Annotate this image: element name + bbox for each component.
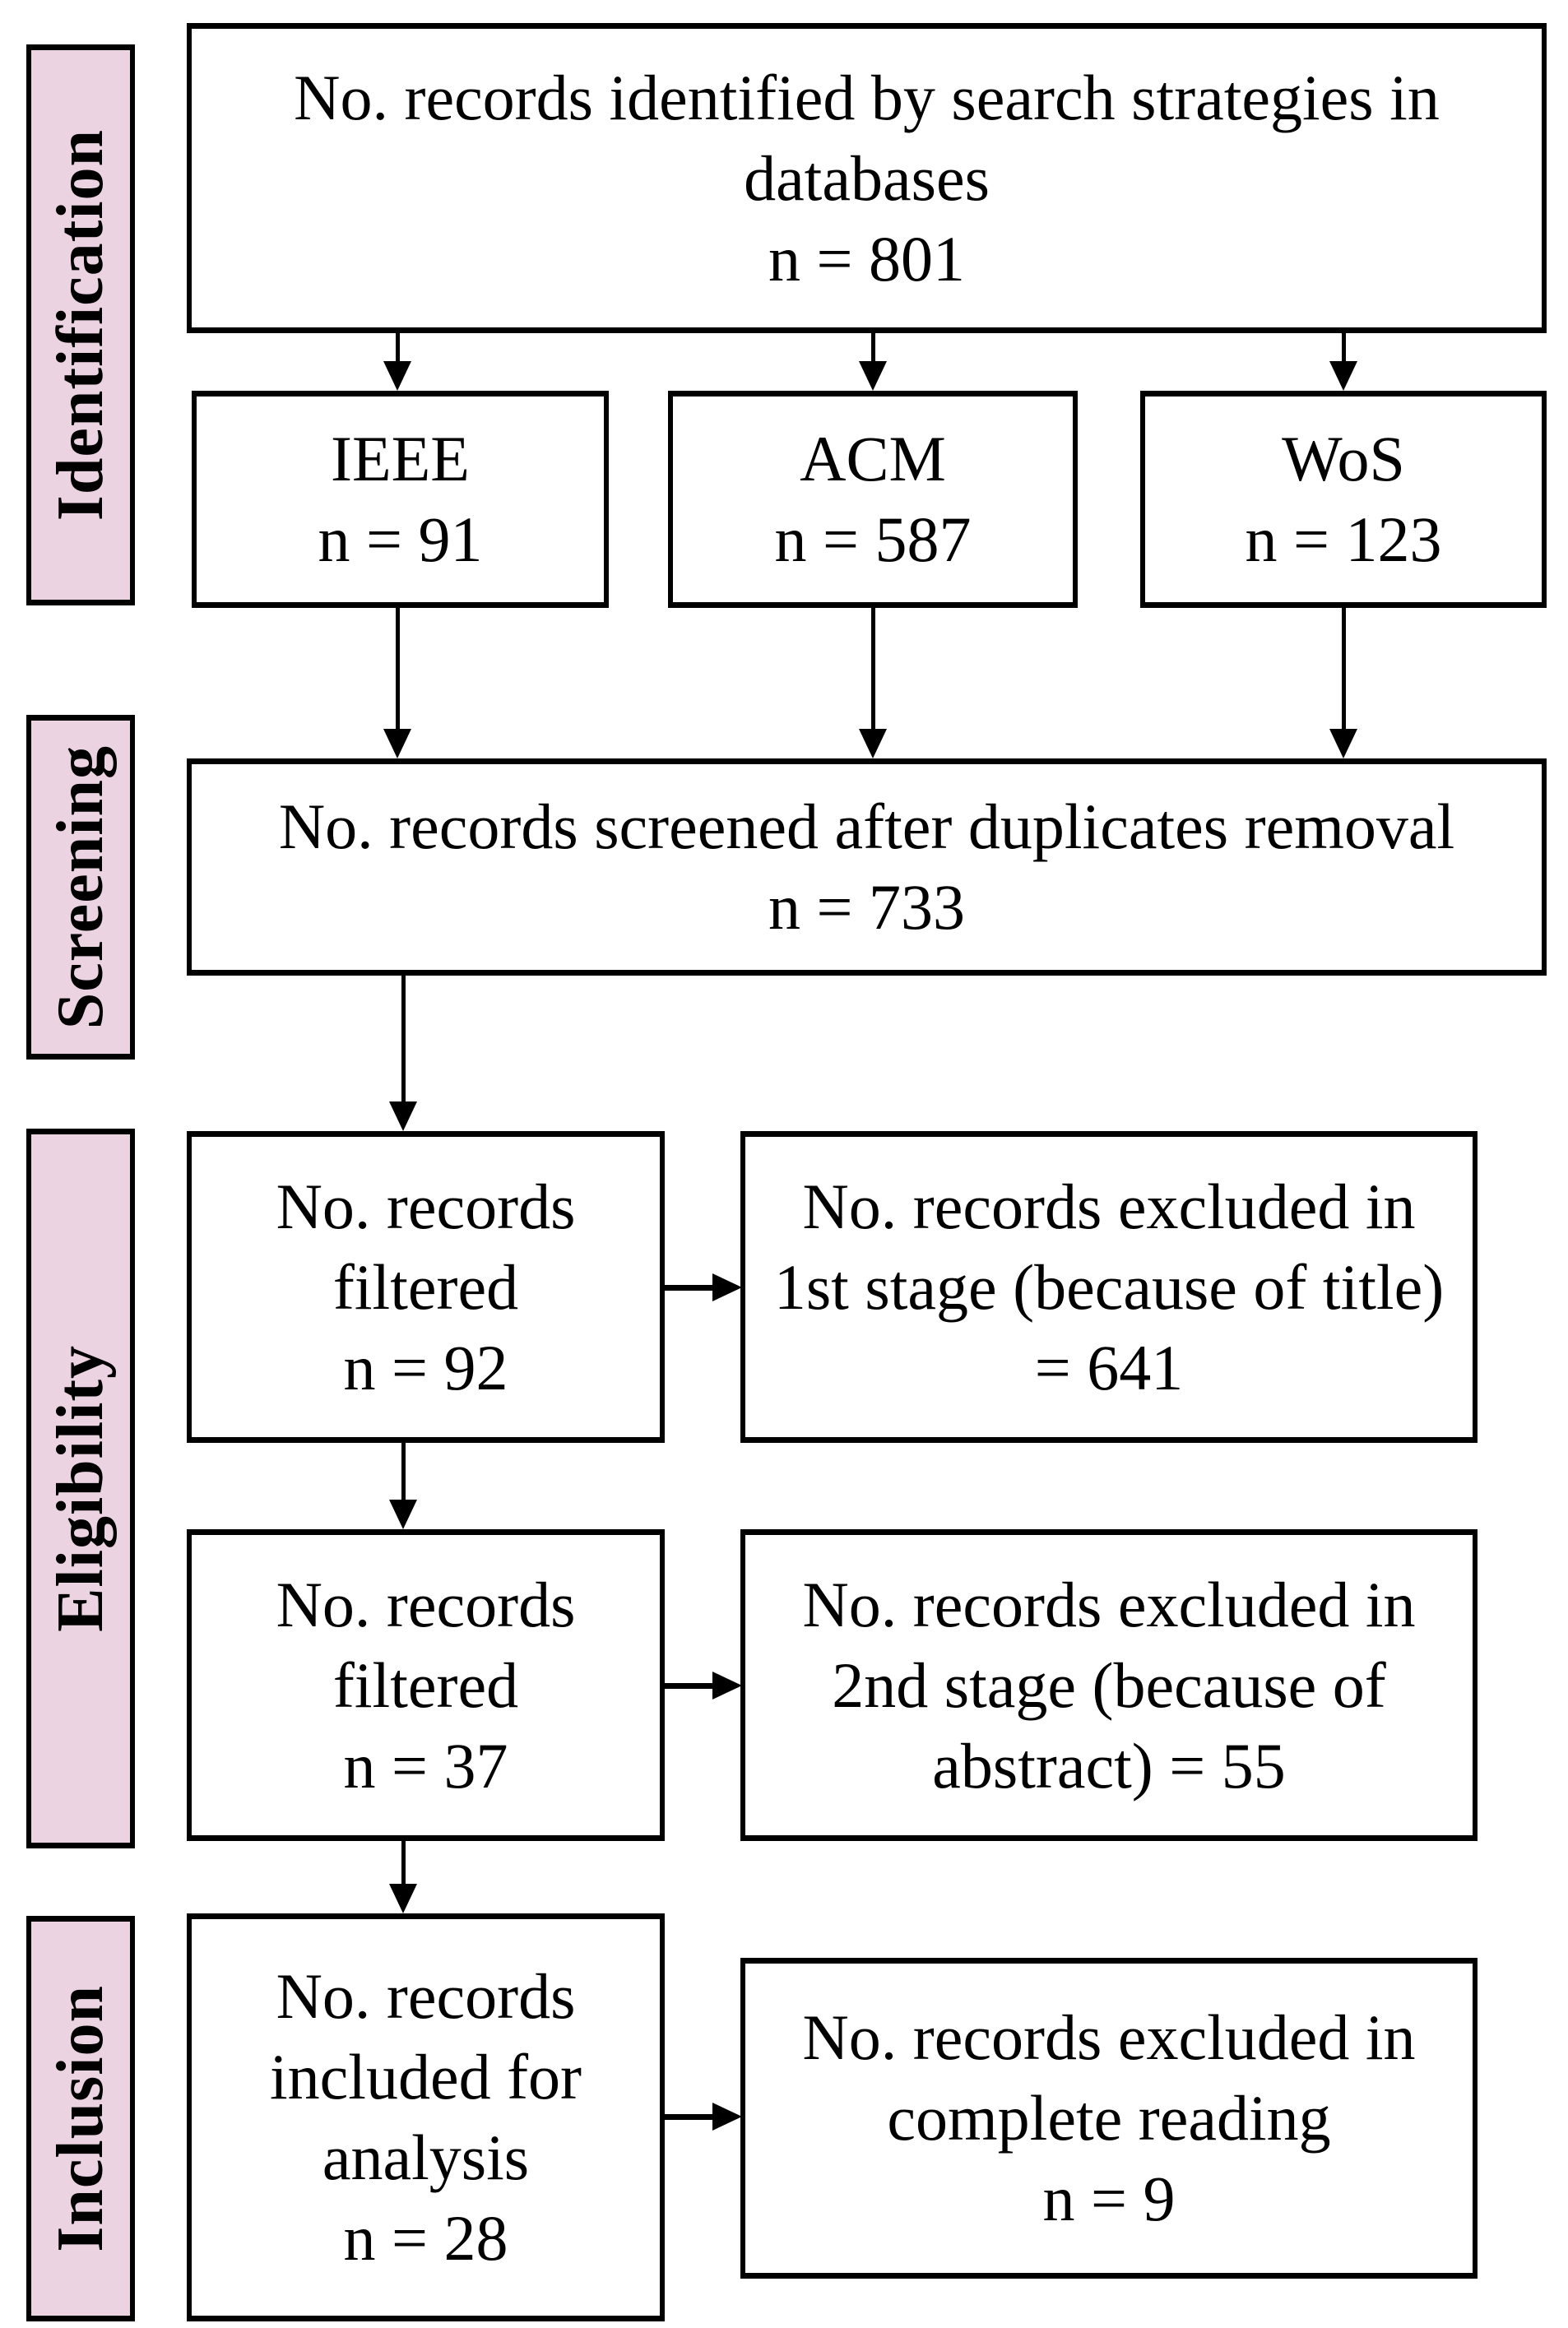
box-text-line: WoS [1282,423,1405,494]
box-text-line: n = 587 [774,503,972,575]
box-text-line: n = 91 [318,503,483,575]
box-records-filtered-stage2: No. records filtered n = 37 [187,1529,665,1841]
arrow-acm-to-screened-head [859,729,887,758]
arrow-ieee-to-screened-line [396,608,400,732]
arrow-filtered2-to-included-head [389,1884,417,1913]
arrow-included-to-excluded3-line [660,2114,717,2120]
box-text-line: No. records identified by search strateg… [294,61,1440,133]
arrow-filtered1-to-excluded1-head [712,1273,742,1301]
stage-label-eligibility: Eligibility [44,1345,117,1632]
arrow-filtered2-to-excluded2-head [712,1672,742,1700]
box-text-line: 2nd stage (because of [832,1649,1386,1721]
arrow-screened-to-filtered1-line [401,976,406,1105]
arrow-identified-to-ieee-head [383,361,411,391]
box-text-line: No. records screened after duplicates re… [278,791,1455,862]
box-text-line: databases [744,141,990,214]
box-acm: ACM n = 587 [668,391,1078,608]
box-text-line: analysis [322,2122,530,2193]
stage-label-identification: Identification [44,128,117,522]
box-text-line: filtered [332,1250,519,1323]
arrow-identified-to-acm-line [871,333,875,366]
box-text-line: n = 92 [343,1331,508,1403]
box-text-line: n = 28 [343,2202,508,2274]
box-text-line: No. records excluded in [802,1170,1416,1242]
arrow-screened-to-filtered1-head [389,1101,417,1131]
box-text-line: n = 733 [768,871,965,943]
box-text-line: filtered [332,1649,519,1721]
arrow-filtered2-to-excluded2-line [660,1683,717,1689]
arrow-wos-to-screened-line [1342,608,1346,732]
stage-bar-inclusion: Inclusion [26,1916,135,2321]
arrow-acm-to-screened-line [871,608,875,732]
arrow-included-to-excluded3-head [712,2103,742,2131]
box-text-line: n = 123 [1245,503,1442,575]
box-text-line: included for [269,2041,582,2112]
arrow-identified-to-ieee-line [396,333,400,366]
box-ieee: IEEE n = 91 [192,391,609,608]
box-records-excluded-full-reading: No. records excluded in complete reading… [740,1958,1478,2279]
arrow-filtered1-to-filtered2-line [401,1443,406,1503]
box-text-line: n = 9 [1042,2163,1176,2234]
box-records-excluded-stage1: No. records excluded in 1st stage (becau… [740,1131,1478,1443]
box-text-line: = 641 [1034,1331,1184,1403]
arrow-identified-to-wos-head [1329,361,1357,391]
box-text-line: No. records [276,1568,576,1640]
box-text-line: n = 801 [768,222,965,294]
arrow-filtered1-to-filtered2-head [389,1500,417,1529]
arrow-filtered2-to-included-line [401,1841,406,1887]
box-text-line: abstract) = 55 [932,1729,1286,1802]
stage-label-inclusion: Inclusion [44,1985,117,2252]
box-text-line: No. records excluded in [802,2001,1416,2073]
box-records-screened: No. records screened after duplicates re… [187,758,1547,976]
arrow-identified-to-wos-line [1342,333,1346,366]
stage-label-screening: Screening [44,744,117,1030]
box-records-included: No. records included for analysis n = 28 [187,1913,665,2321]
arrow-ieee-to-screened-head [383,729,411,758]
arrow-wos-to-screened-head [1329,729,1357,758]
box-text-line: ACM [800,423,946,494]
box-text-line: 1st stage (because of title) [773,1250,1445,1323]
box-wos: WoS n = 123 [1140,391,1547,608]
arrow-identified-to-acm-head [859,361,887,391]
box-records-excluded-stage2: No. records excluded in 2nd stage (becau… [740,1529,1478,1841]
box-text-line: No. records [276,1170,576,1242]
box-text-line: No. records [276,1960,576,2032]
stage-bar-identification: Identification [26,44,135,605]
arrow-filtered1-to-excluded1-line [660,1285,717,1291]
box-text-line: complete reading [887,2082,1331,2154]
stage-bar-eligibility: Eligibility [26,1129,135,1848]
box-text-line: No. records excluded in [802,1568,1416,1640]
box-text-line: n = 37 [343,1729,508,1802]
box-records-identified: No. records identified by search strateg… [187,23,1547,333]
stage-bar-screening: Screening [26,715,135,1060]
box-text-line: IEEE [331,423,470,494]
box-records-filtered-stage1: No. records filtered n = 92 [187,1131,665,1443]
